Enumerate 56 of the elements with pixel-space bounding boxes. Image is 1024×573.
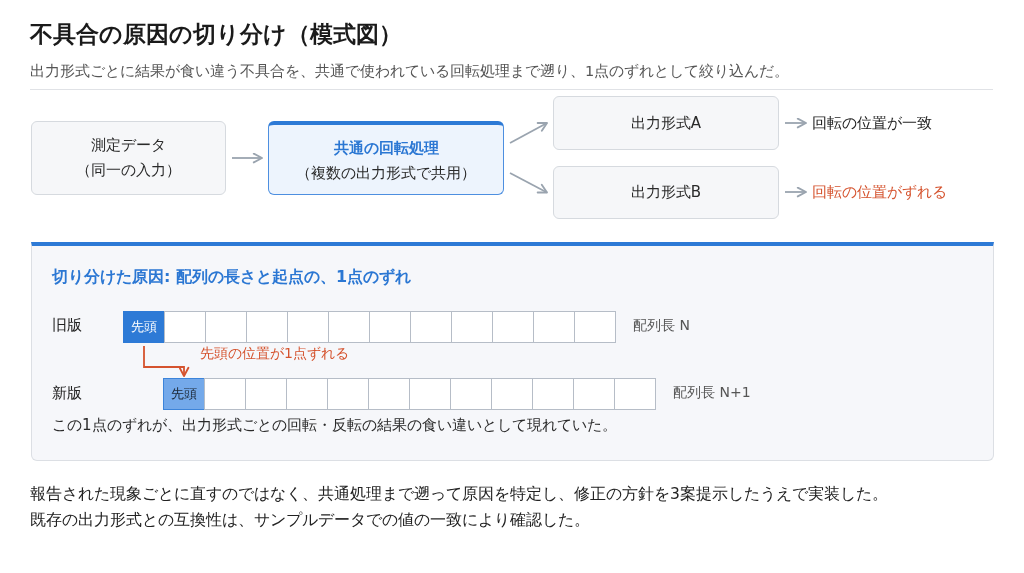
arrow <box>231 152 263 164</box>
process-box <box>268 121 504 195</box>
panel-heading: 切り分けた原因: 配列の長さと起点の、1点のずれ <box>52 267 412 288</box>
array-cell <box>574 311 616 343</box>
process-box <box>31 121 226 195</box>
diagram-title: 不具合の原因の切り分け（模式図） <box>30 20 402 49</box>
process-box <box>553 96 779 150</box>
edge-label: 先頭の位置が1点ずれる <box>200 345 349 363</box>
node-label: 共通の回転処理 <box>333 137 439 159</box>
cell-label: 先頭 <box>131 318 157 336</box>
array-cell <box>246 311 288 343</box>
cause-panel <box>31 242 994 461</box>
node-label: 出力形式B <box>630 182 702 203</box>
array-cell <box>164 311 206 343</box>
array-length-label: 配列長 N <box>633 317 690 335</box>
node-note: （複数の出力形式で共用） <box>296 162 476 184</box>
array-length-label: 配列長 N+1 <box>673 384 751 402</box>
panel-note: この1点のずれが、出力形式ごとの回転・反転の結果の食い違いとして現れていた。 <box>52 416 617 435</box>
summary-text: 既存の出力形式との互換性は、サンプルデータでの値の一致により確認した。 <box>30 510 590 531</box>
array-cell <box>532 378 574 410</box>
array-cell <box>410 311 452 343</box>
result-text: 回転の位置が一致 <box>812 113 932 133</box>
array-cell <box>163 378 205 410</box>
array-cell <box>614 378 656 410</box>
array-cell <box>573 378 615 410</box>
array-cell <box>205 311 247 343</box>
elbow-arrow <box>143 345 190 377</box>
array-cell <box>451 311 493 343</box>
array-cell <box>491 378 533 410</box>
arrow <box>509 122 548 144</box>
arrow <box>509 172 548 194</box>
cell-label: 先頭 <box>171 385 197 403</box>
array-cell <box>450 378 492 410</box>
node-label: 出力形式A <box>630 112 702 134</box>
array-cell <box>409 378 451 410</box>
row-label: 旧版 <box>52 316 82 335</box>
arrow <box>784 186 807 198</box>
array-cell <box>533 311 575 343</box>
node-label: 測定データ <box>91 135 166 156</box>
array-cell <box>123 311 165 343</box>
subtitle: 出力形式ごとに結果が食い違う不具合を、共通で使われている回転処理まで遡り、1点のずれとして絞り込んだ。 <box>30 62 790 81</box>
arrow <box>784 117 807 129</box>
array-cell <box>369 311 411 343</box>
array-cell <box>327 378 369 410</box>
result-text: 回転の位置がずれる <box>812 182 947 202</box>
array-cell <box>245 378 287 410</box>
array-cell <box>204 378 246 410</box>
array-cell <box>328 311 370 343</box>
summary-text: 報告された現象ごとに直すのではなく、共通処理まで遡って原因を特定し、修正の方針を3案提示したうえで実装した。 <box>30 484 888 505</box>
array-cell <box>492 311 534 343</box>
array-cell <box>287 311 329 343</box>
row-label: 新版 <box>52 384 82 403</box>
array-cell <box>286 378 328 410</box>
node-note: （同一の入力） <box>76 160 181 181</box>
array-cell <box>368 378 410 410</box>
process-box <box>553 166 779 219</box>
